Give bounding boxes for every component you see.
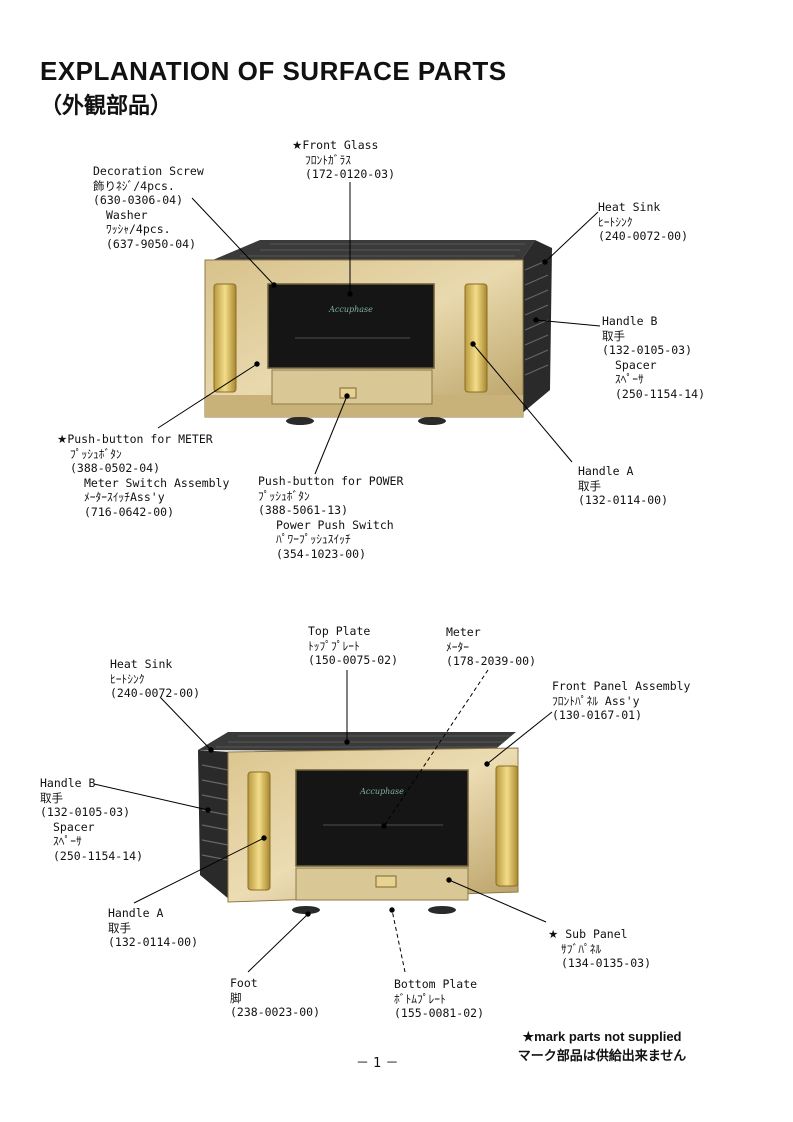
footnote: ★mark parts not supplied マーク部品は供給出来ません (497, 1027, 707, 1065)
label-top-plate: Top Plate ﾄｯﾌﾟﾌﾟﾚｰﾄ (150-0075-02) (308, 624, 398, 668)
label-heat-sink-top: Heat Sink ﾋｰﾄｼﾝｸ (240-0072-00) (598, 200, 688, 244)
label-handle-a-bottom: Handle A 取手 (132-0114-00) (108, 906, 198, 950)
label-push-button-meter: ★Push-button for METER ﾌﾟｯｼｭﾎﾞﾀﾝ (388-05… (57, 432, 229, 520)
label-handle-b-bottom: Handle B 取手 (132-0105-03) Spacer ｽﾍﾟｰｻ (… (40, 776, 143, 864)
label-bottom-plate: Bottom Plate ﾎﾞﾄﾑﾌﾟﾚｰﾄ (155-0081-02) (394, 977, 484, 1021)
label-meter: Meter ﾒｰﾀｰ (178-2039-00) (446, 625, 536, 669)
label-front-panel-assembly: Front Panel Assembly ﾌﾛﾝﾄﾊﾟﾈﾙ Ass'y (130… (552, 679, 690, 723)
label-handle-a-top: Handle A 取手 (132-0114-00) (578, 464, 668, 508)
label-handle-b-top: Handle B 取手 (132-0105-03) Spacer ｽﾍﾟｰｻ (… (602, 314, 705, 402)
footnote-line-jp: マーク部品は供給出来ません (497, 1046, 707, 1065)
page-number: － 1 － (356, 1052, 399, 1071)
label-heat-sink-bottom: Heat Sink ﾋｰﾄｼﾝｸ (240-0072-00) (110, 657, 200, 701)
label-sub-panel: ★ Sub Panel ｻﾌﾞﾊﾟﾈﾙ (134-0135-03) (548, 927, 651, 971)
label-push-button-power: Push-button for POWER ﾌﾟｯｼｭﾎﾞﾀﾝ (388-506… (258, 474, 403, 562)
label-decoration-screw: Decoration Screw 飾りﾈｼﾞ/4pcs. (630-0306-0… (93, 164, 204, 252)
label-front-glass: ★Front Glass ﾌﾛﾝﾄｶﾞﾗｽ (172-0120-03) (292, 138, 395, 182)
label-foot: Foot 脚 (238-0023-00) (230, 976, 320, 1020)
footnote-line-en: ★mark parts not supplied (497, 1027, 707, 1046)
